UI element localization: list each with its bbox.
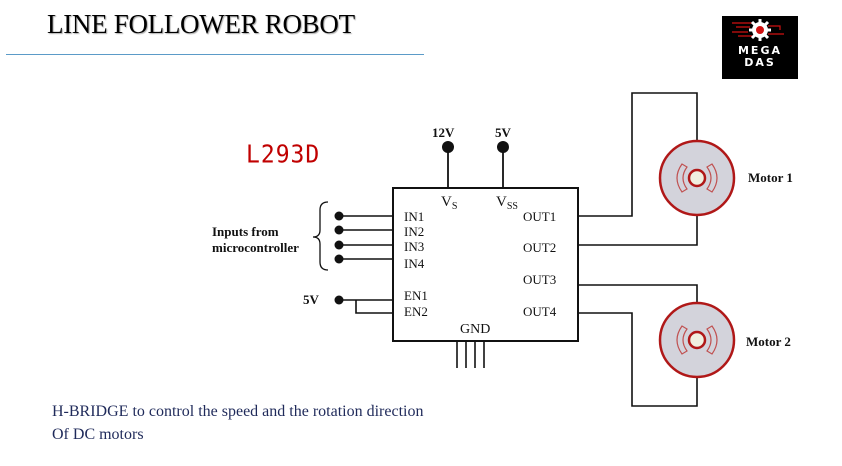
vs-voltage-label: 12V <box>432 125 455 140</box>
vss-terminal <box>497 141 509 153</box>
vss-pin-label: VSS <box>496 194 518 212</box>
motor-2-label: Motor 2 <box>746 334 791 349</box>
logo-text-line1: MEGA <box>737 44 782 57</box>
pin-in1-label: IN1 <box>404 209 424 224</box>
in3-terminal <box>334 240 344 250</box>
chip-body <box>392 187 579 342</box>
pin-out2-label: OUT2 <box>523 240 556 255</box>
vss-voltage-label: 5V <box>495 125 512 140</box>
inputs-brace <box>312 201 329 271</box>
pin-in3-label: IN3 <box>404 239 424 254</box>
megadas-logo: MEGA DAS <box>722 16 798 79</box>
inputs-label-line2: microcontroller <box>212 240 299 255</box>
en2-wire <box>355 300 393 314</box>
pin-out3-label: OUT3 <box>523 272 556 287</box>
pin-in2-label: IN2 <box>404 224 424 239</box>
in2-terminal <box>334 225 344 235</box>
in4-terminal <box>334 254 344 264</box>
caption-line-2: Of DC motors <box>52 426 144 443</box>
pin-out1-label: OUT1 <box>523 209 556 224</box>
vs-pin-label: VS <box>441 194 457 212</box>
in1-terminal <box>334 211 344 221</box>
gnd-pin-label: GND <box>460 322 490 337</box>
gnd-pins <box>456 341 485 368</box>
motor-1-label: Motor 1 <box>748 170 793 185</box>
motor-2-icon <box>658 301 736 379</box>
enable-voltage-label: 5V <box>303 292 320 307</box>
slide-title: LINE FOLLOWER ROBOT <box>47 9 355 39</box>
inputs-label-line1: Inputs from <box>212 224 279 239</box>
out4-wire <box>578 312 698 407</box>
pin-out4-label: OUT4 <box>523 304 557 319</box>
chip-name: L293D <box>246 140 321 170</box>
caption-line-1: H-BRIDGE to control the speed and the ro… <box>52 403 424 420</box>
out2-wire <box>578 215 698 246</box>
input-wires <box>334 211 393 264</box>
out3-wire <box>578 284 698 303</box>
enable-terminal <box>334 295 344 305</box>
pin-en2-label: EN2 <box>404 304 428 319</box>
pin-en1-label: EN1 <box>404 288 428 303</box>
title-underline <box>6 54 424 55</box>
out1-wire <box>578 92 698 217</box>
output-wires <box>578 92 698 407</box>
pin-in4-label: IN4 <box>404 256 425 271</box>
logo-text-line2: DAS <box>744 56 776 69</box>
motor-1-icon <box>658 139 736 217</box>
vs-terminal <box>442 141 454 153</box>
gear-circuit-icon <box>732 19 784 41</box>
